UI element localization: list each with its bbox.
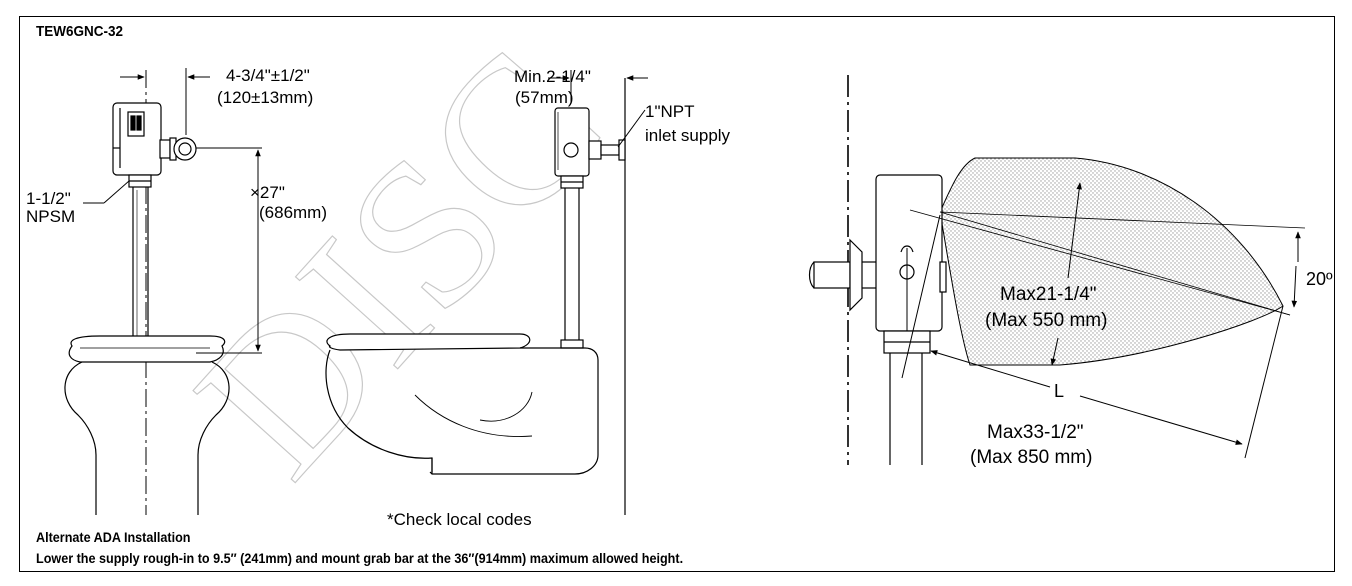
range-width-mm-label: (Max 550 mm) [985, 310, 1107, 331]
sensor-view [808, 75, 1306, 465]
range-width-label: Max21-1/4" [1000, 284, 1097, 305]
offset-dim-label: 4-3/4"±1/2" [226, 66, 310, 85]
height-dim-mm-label: (686mm) [259, 203, 327, 222]
notes-body: Lower the supply rough-in to 9.5″ (241mm… [36, 550, 684, 566]
height-dim-label: ×27" [250, 183, 285, 202]
notes-title: Alternate ADA Installation [36, 529, 191, 545]
footnote-check-local-codes: *Check local codes [387, 510, 532, 529]
range-length-mm-label: (Max 850 mm) [970, 447, 1092, 468]
front-view [64, 68, 262, 515]
thread-size-label: 1-1/2" [26, 189, 71, 208]
thread-type-label: NPSM [26, 207, 75, 226]
offset-dim-mm-label: (120±13mm) [217, 88, 313, 107]
distance-symbol-label: L [1054, 381, 1064, 401]
angle-label: 20º [1306, 269, 1333, 289]
inlet-label: inlet supply [645, 126, 731, 145]
wall-dim-label: Min.2-1/4" [514, 67, 591, 86]
range-length-label: Max33-1/2" [987, 422, 1084, 443]
inlet-size-label: 1"NPT [645, 102, 695, 121]
wall-dim-mm-label: (57mm) [515, 88, 574, 107]
side-view [325, 70, 648, 515]
model-title: TEW6GNC-32 [36, 23, 124, 40]
